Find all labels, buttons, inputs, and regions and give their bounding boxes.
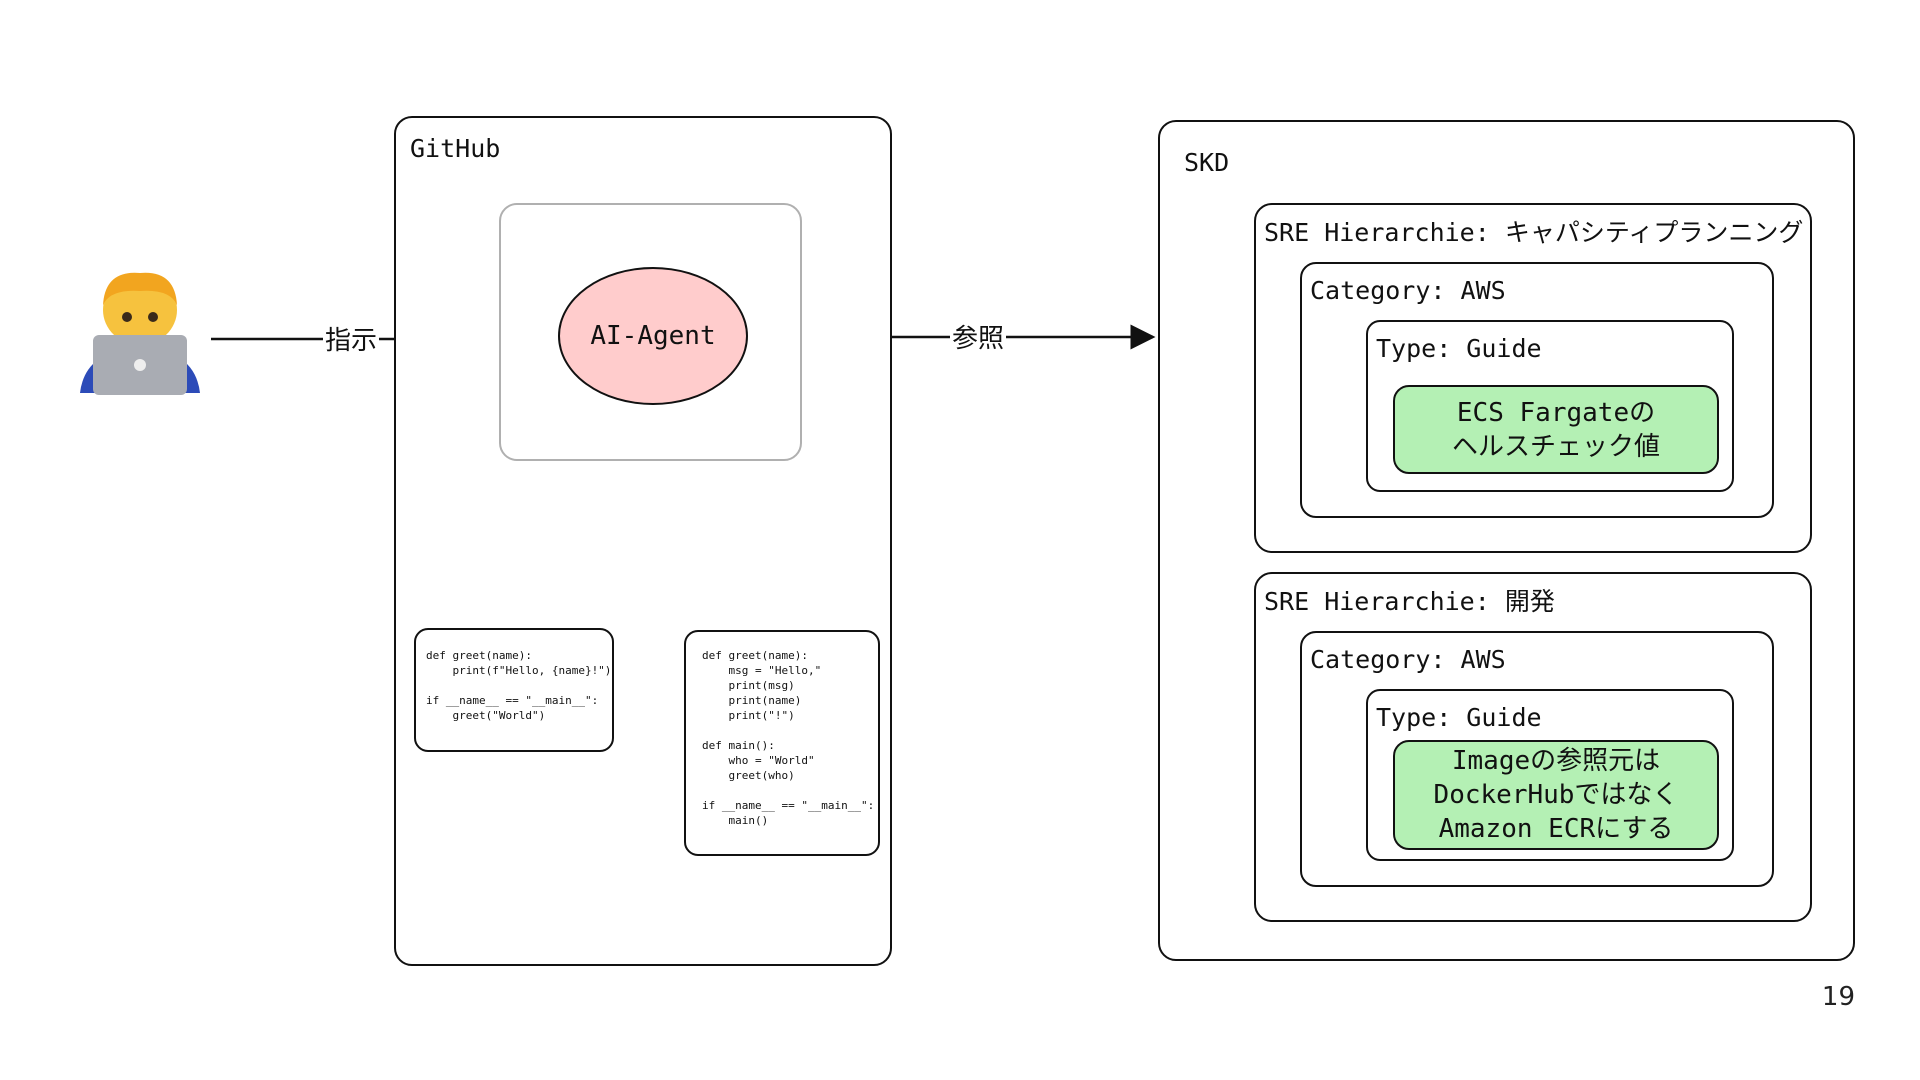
category-aws: Category: AWS xyxy=(1300,262,1774,518)
guide-item-ecr-image: Imageの参照元は DockerHubではなく Amazon ECRにする xyxy=(1393,740,1719,850)
guide-item-line: Imageの参照元は xyxy=(1451,746,1661,776)
code-after-box: def greet(name): msg = "Hello," print(ms… xyxy=(684,630,880,856)
person-with-laptop-icon xyxy=(80,272,200,395)
page-number: 19 xyxy=(1821,982,1855,1012)
guide-item-line: DockerHubではなく xyxy=(1433,780,1679,810)
edge-label-instruct: 指示 xyxy=(323,320,380,357)
category-label: Category: AWS xyxy=(1310,276,1506,305)
type-label: Type: Guide xyxy=(1376,334,1542,363)
code-before-box: def greet(name): print(f"Hello, {name}!"… xyxy=(414,628,614,752)
hierarchy-label: SRE Hierarchie: 開発 xyxy=(1264,587,1555,616)
ai-agent-label: AI-Agent xyxy=(590,321,716,351)
code-before-text: def greet(name): print(f"Hello, {name}!"… xyxy=(426,649,612,722)
hierarchy-capacity-planning: SRE Hierarchie: キャパシティプランニング xyxy=(1254,203,1812,553)
category-aws: Category: AWS xyxy=(1300,631,1774,887)
agent-frame xyxy=(499,203,802,461)
github-title: GitHub xyxy=(410,134,501,163)
guide-item-ecs-healthcheck: ECS Fargateの ヘルスチェック値 xyxy=(1393,385,1719,474)
hierarchy-label: SRE Hierarchie: キャパシティプランニング xyxy=(1264,218,1804,247)
code-after-text: def greet(name): msg = "Hello," print(ms… xyxy=(702,649,875,827)
guide-item-line: ヘルスチェック値 xyxy=(1451,431,1660,462)
guide-item-line: ECS Fargateの xyxy=(1456,397,1656,428)
skd-title: SKD xyxy=(1184,148,1230,177)
ai-agent-node: AI-Agent xyxy=(558,267,748,405)
category-label: Category: AWS xyxy=(1310,645,1506,674)
edge-label-reference: 参照 xyxy=(950,318,1007,355)
type-guide: Type: Guide xyxy=(1366,320,1734,492)
type-label: Type: Guide xyxy=(1376,703,1542,732)
hierarchy-development: SRE Hierarchie: 開発 xyxy=(1254,572,1812,922)
type-guide: Type: Guide xyxy=(1366,689,1734,861)
guide-item-line: Amazon ECRにする xyxy=(1438,814,1674,844)
